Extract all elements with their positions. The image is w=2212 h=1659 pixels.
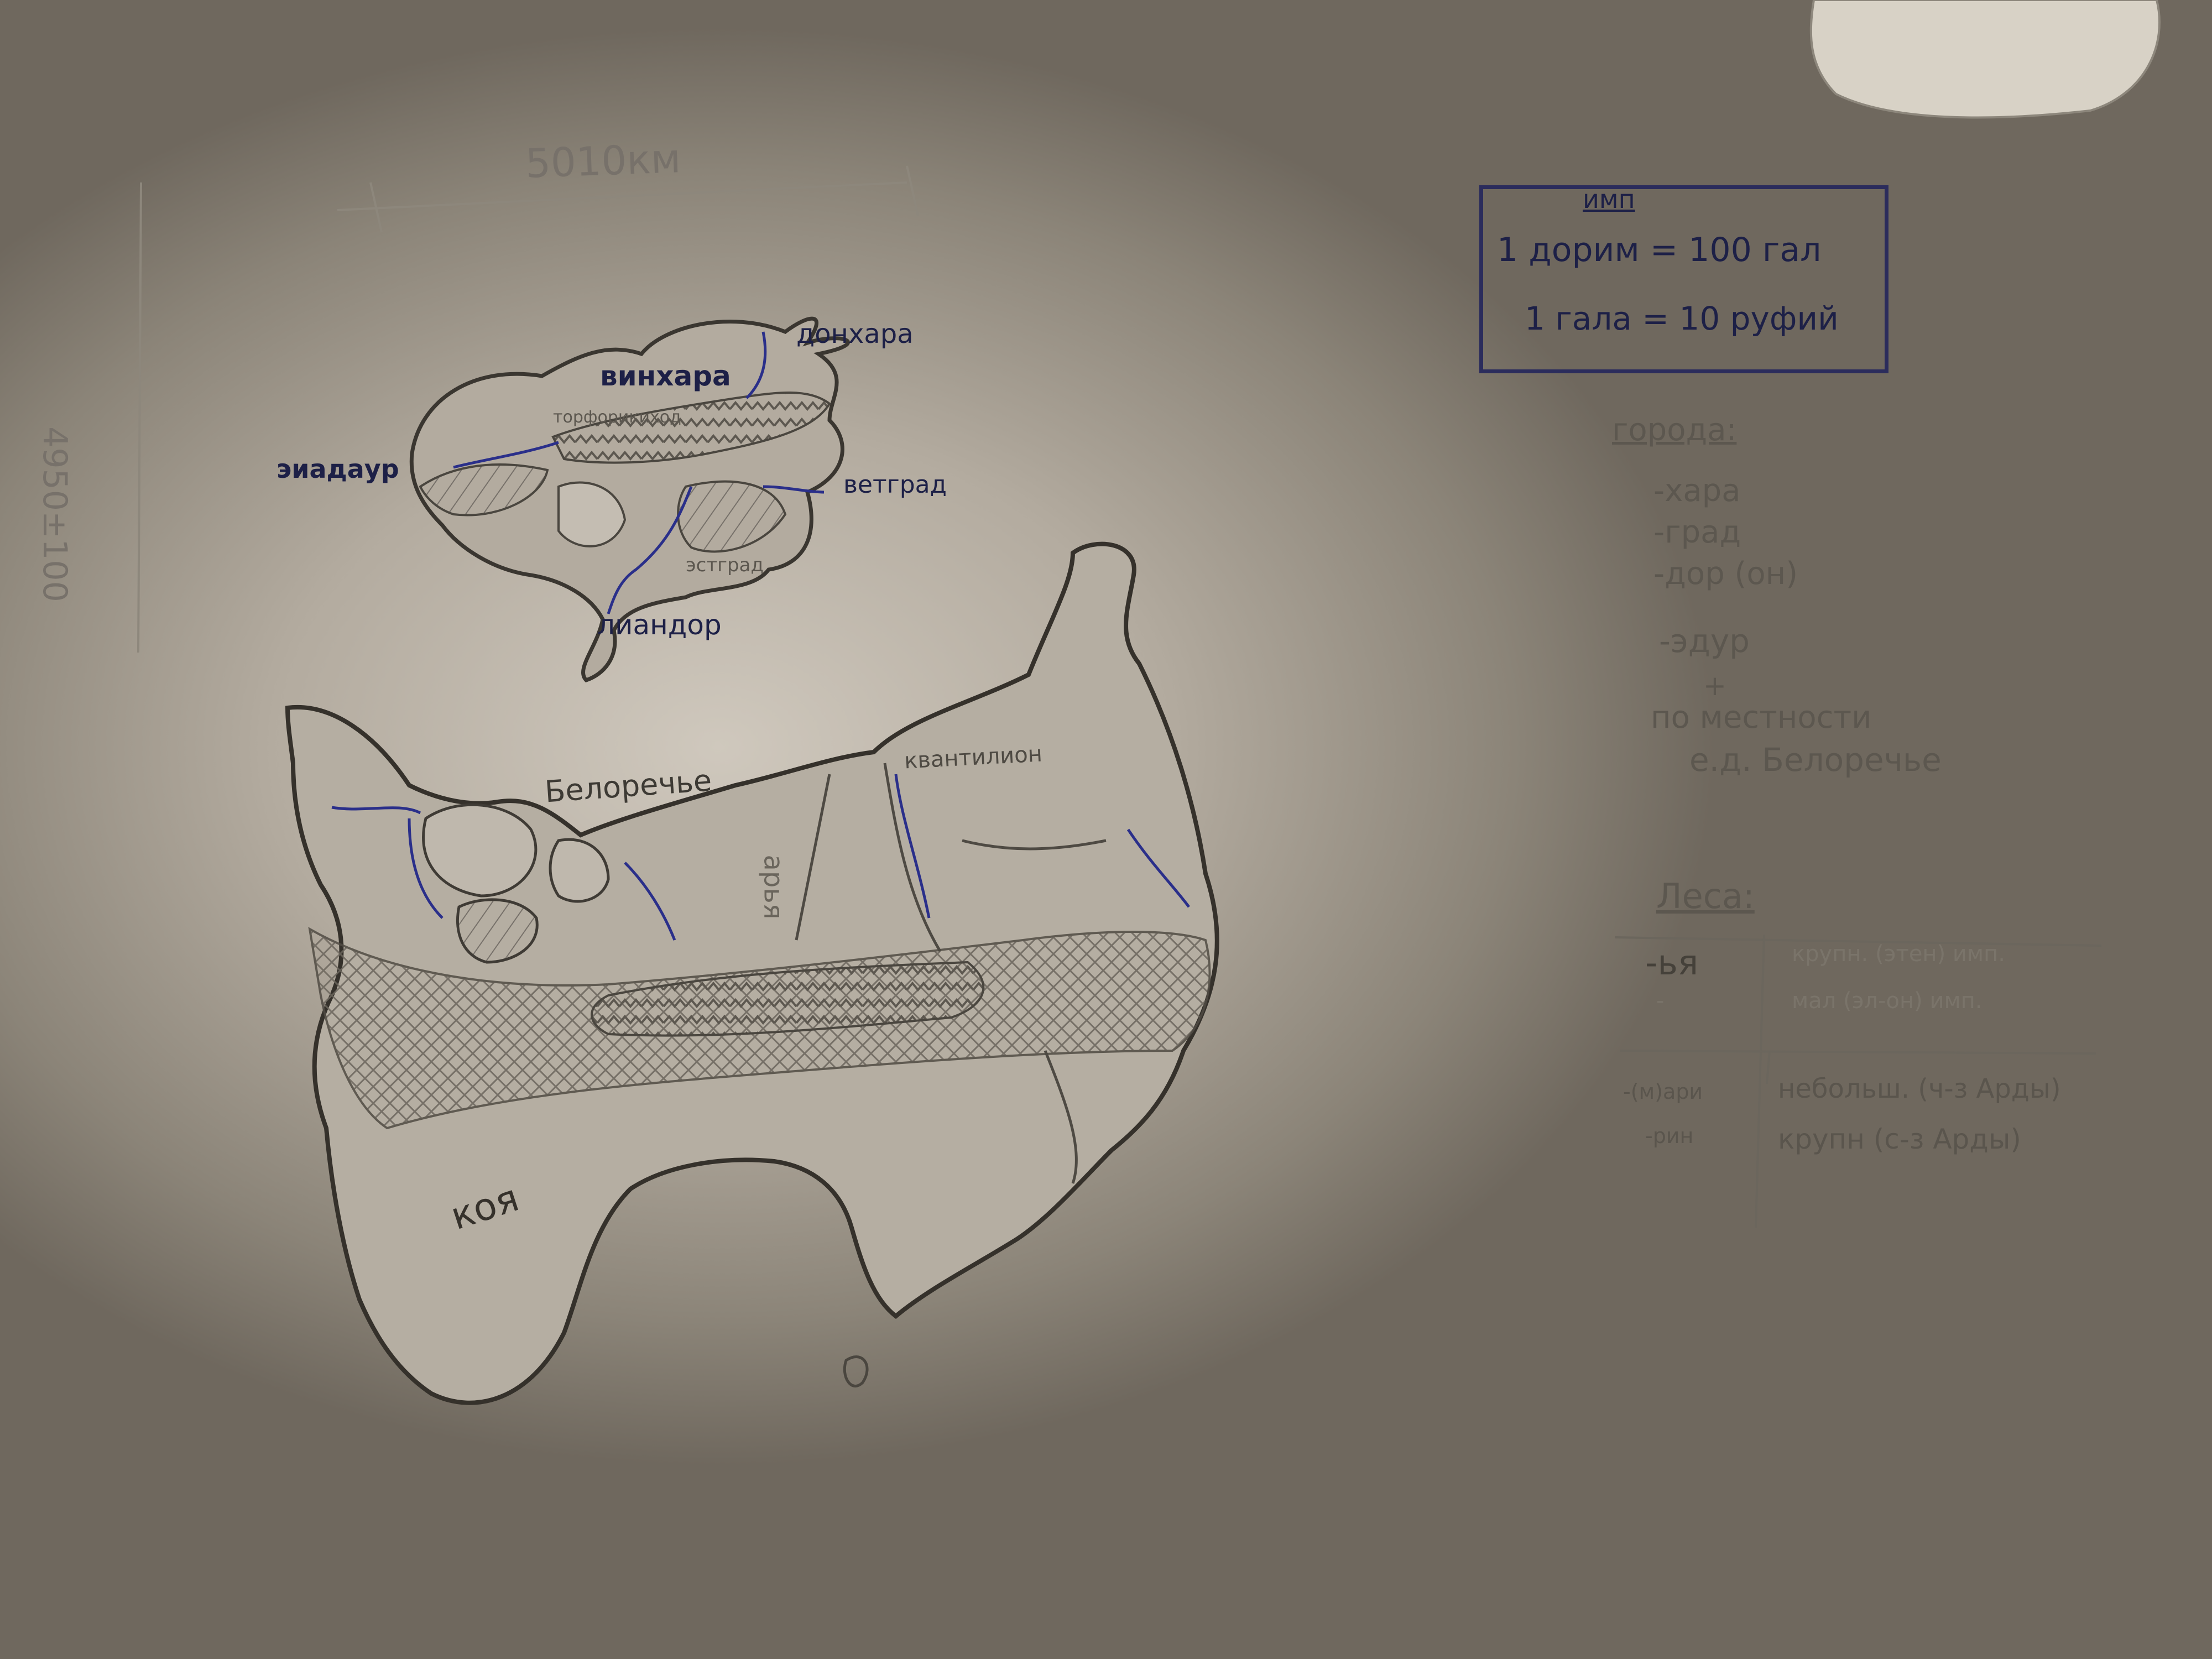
city-label-torforikikhod: торфорикиход <box>553 408 681 427</box>
forest-suffix-3: -(м)ари <box>1623 1079 1703 1104</box>
eraser-object <box>1809 0 2161 119</box>
forest-suffix-2: - <box>1656 988 1665 1014</box>
cities-title: города: <box>1612 412 1737 448</box>
currency-note: имп <box>1583 184 1635 214</box>
forest-desc-2: мал (эл-он) имп. <box>1792 988 1983 1014</box>
southern-rivers <box>331 774 1190 941</box>
city-suffix-4: -эдур <box>1659 622 1750 660</box>
city-suffix-3: -дор (он) <box>1653 556 1798 592</box>
city-label-eiadaur: эиадаур <box>276 454 399 484</box>
example-text: е.д. Белоречье <box>1689 741 1942 779</box>
currency-line1-value: 100 гал <box>1688 231 1822 269</box>
city-label-donkhara: донхара <box>796 319 914 349</box>
by-terrain-text: по местности <box>1651 700 1872 735</box>
city-label-liandor: лиандор <box>597 609 722 641</box>
forests-title: Леса: <box>1656 876 1755 916</box>
scale-line-horizontal <box>337 181 907 211</box>
scale-width-label: 5010км <box>524 135 682 187</box>
small-island <box>843 1355 869 1387</box>
plus-sign: + <box>1703 670 1726 702</box>
city-label-estgrad: эстград <box>686 554 764 576</box>
currency-line1-prefix: 1 дорим = <box>1497 231 1678 269</box>
city-suffix-1: -хара <box>1653 473 1741 509</box>
scale-height-label: 4950±100 <box>35 426 74 602</box>
forest-suffix-1: -ья <box>1645 942 1699 983</box>
southern-continent <box>285 541 1219 1405</box>
scale-line-vertical <box>137 182 142 653</box>
currency-line2: 1 гала = 10 руфий <box>1525 300 1839 337</box>
northern-continent <box>409 316 850 683</box>
forest-desc-1: крупн. (этен) имп. <box>1792 941 2005 967</box>
forest-desc-4: крупн (с-з Арды) <box>1778 1123 2021 1155</box>
city-label-vinkhara: винхара <box>600 360 731 392</box>
northern-rivers <box>607 331 825 614</box>
region-label-arya: арья <box>758 854 789 920</box>
city-label-vetgrad: ветград <box>843 471 947 499</box>
southern-mountain-range <box>591 961 985 1037</box>
forest-suffix-4: -рин <box>1645 1124 1694 1148</box>
northern-mountain-range <box>551 392 831 464</box>
currency-box: имп 1 дорим = 100 гал 1 гала = 10 руфий <box>1479 185 1888 373</box>
city-suffix-2: -град <box>1653 514 1741 550</box>
forest-desc-3: небольш. (ч-з Арды) <box>1778 1073 2061 1104</box>
